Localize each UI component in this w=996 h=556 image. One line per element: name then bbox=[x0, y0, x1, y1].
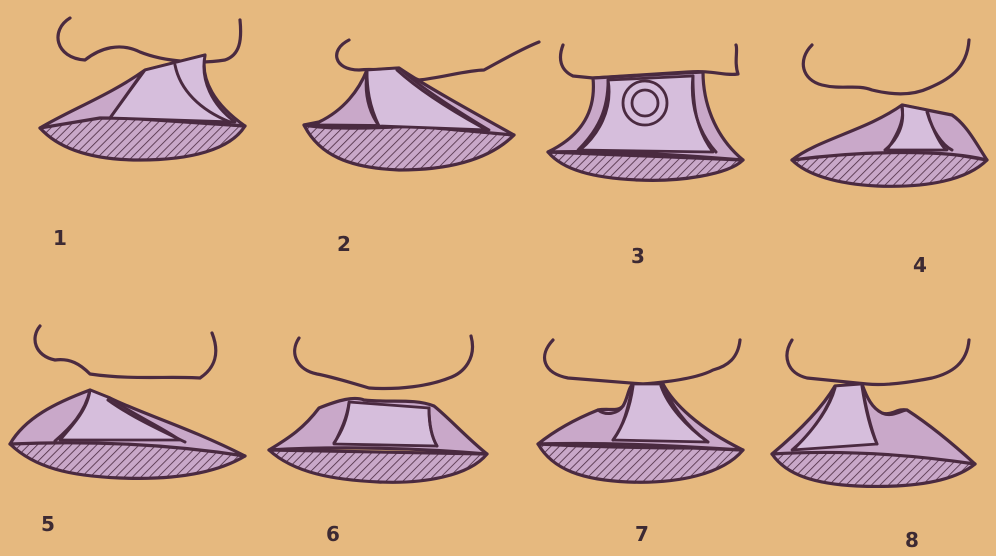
lip-cleft-drawing-3 bbox=[498, 0, 747, 278]
figure-number-label: 6 bbox=[313, 522, 353, 546]
lip-cleft-drawing-7 bbox=[498, 278, 747, 556]
figure-panel-6: 6 bbox=[249, 278, 498, 556]
figure-panel-1: 1 bbox=[0, 0, 249, 278]
figure-number-label: 3 bbox=[618, 244, 658, 268]
figure-panel-8: 8 bbox=[747, 278, 996, 556]
figure-number-label: 7 bbox=[622, 522, 662, 546]
lip-cleft-drawing-4 bbox=[747, 0, 996, 278]
figure-number-label: 8 bbox=[892, 528, 932, 552]
nose-outline bbox=[545, 340, 740, 384]
lip-cleft-drawing-6 bbox=[249, 278, 498, 556]
nose-outline bbox=[787, 340, 969, 385]
figure-number-label: 2 bbox=[324, 232, 364, 256]
figure-panel-5: 5 bbox=[0, 278, 249, 556]
lip-cleft-drawing-2 bbox=[249, 0, 498, 278]
figure-number-label: 4 bbox=[900, 253, 940, 277]
nose-outline bbox=[560, 45, 738, 78]
prolabium-circle-inner bbox=[632, 90, 658, 116]
lip-cleft-drawing-8 bbox=[747, 278, 996, 556]
upper-lip bbox=[772, 384, 975, 464]
figure-panel-4: 4 bbox=[747, 0, 996, 278]
figure-number-label: 5 bbox=[28, 512, 68, 536]
figure-panel-7: 7 bbox=[498, 278, 747, 556]
figure-panel-2: 2 bbox=[249, 0, 498, 278]
figure-number-label: 1 bbox=[40, 226, 80, 250]
figure-panel-3: 3 bbox=[498, 0, 747, 278]
nose-outline bbox=[295, 336, 473, 389]
nose-outline bbox=[803, 40, 969, 94]
upper-lip bbox=[792, 105, 987, 160]
lip-cleft-drawing-1 bbox=[0, 0, 249, 278]
nose-outline bbox=[35, 326, 216, 378]
lower-lip bbox=[269, 450, 487, 482]
nose-outline bbox=[58, 18, 241, 62]
